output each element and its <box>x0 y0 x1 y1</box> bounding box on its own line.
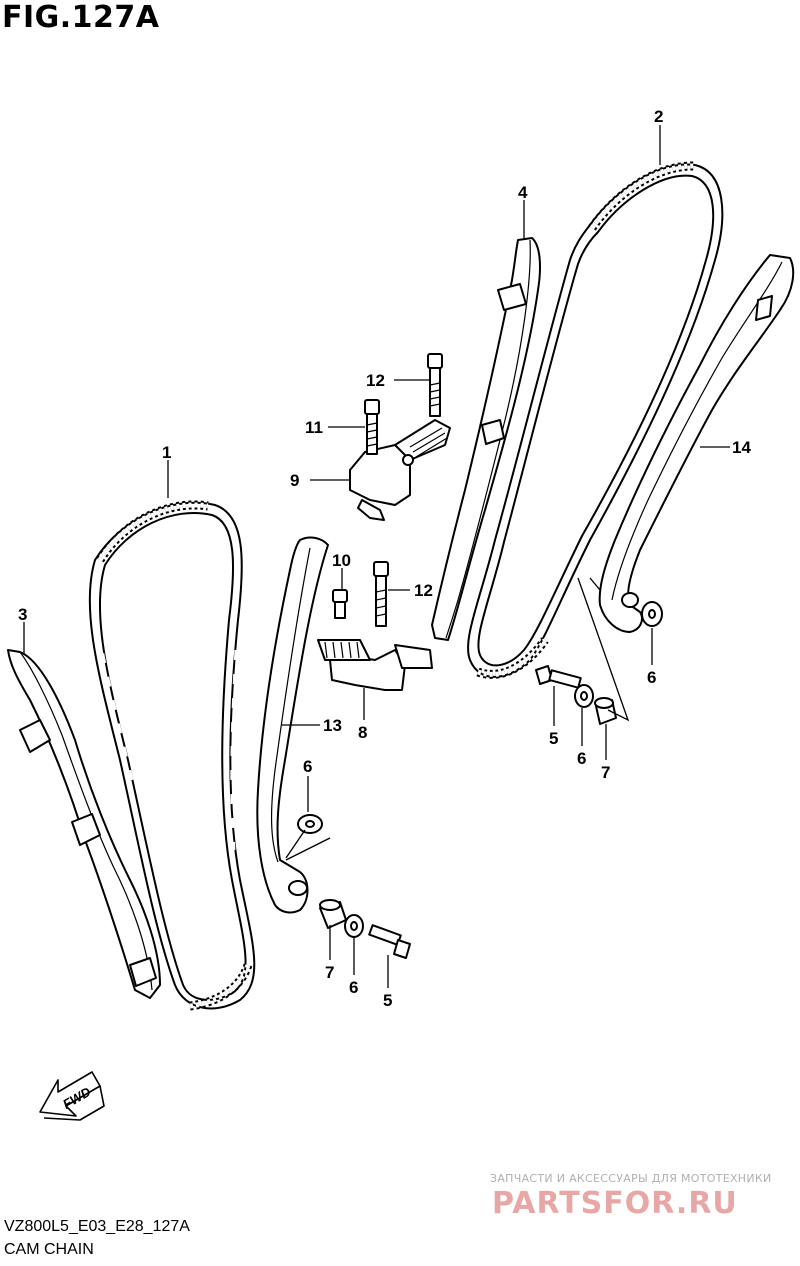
callout-12-upper: 12 <box>366 371 385 390</box>
bolt-5-left[interactable] <box>368 924 411 959</box>
callout-5-right: 5 <box>549 729 558 748</box>
callout-3: 3 <box>18 605 27 624</box>
callout-10: 10 <box>332 551 351 570</box>
washer-6-right-lower[interactable] <box>574 684 594 708</box>
callout-6-left-lower: 6 <box>349 978 358 997</box>
callout-6-left-upper: 6 <box>303 757 312 776</box>
callout-7-left: 7 <box>325 963 334 982</box>
callout-6-right-lower: 6 <box>577 749 586 768</box>
bolt-5-right[interactable] <box>535 665 582 689</box>
callout-13: 13 <box>323 716 342 735</box>
callout-6-right-upper: 6 <box>647 668 656 687</box>
washer-6-left-lower[interactable] <box>344 914 364 938</box>
callout-7-right: 7 <box>601 763 610 782</box>
callout-12-lower: 12 <box>414 581 433 600</box>
figure-title: FIG.127A <box>2 0 160 35</box>
fwd-arrow-icon: FWD <box>39 1071 105 1121</box>
leader-lines <box>23 125 730 988</box>
watermark-logo: PARTSFOR.RU <box>492 1186 738 1221</box>
cam-chain-right[interactable] <box>467 161 724 679</box>
callout-14: 14 <box>732 438 751 457</box>
spacer-7-left[interactable] <box>319 899 347 929</box>
assembly-lines <box>285 577 630 861</box>
bolt-11[interactable] <box>364 399 380 455</box>
cam-chain-tensioner-upper[interactable] <box>349 419 451 521</box>
callout-1: 1 <box>162 443 171 462</box>
washer-6-left-upper[interactable] <box>297 814 323 834</box>
washer-6-right-upper[interactable] <box>641 601 663 627</box>
callout-labels: 1 2 3 4 12 11 9 10 12 8 13 14 6 7 6 5 6 … <box>18 107 751 1010</box>
chain-tensioner-guide-right[interactable] <box>598 254 795 633</box>
cam-chain-left[interactable] <box>88 500 256 1011</box>
callout-5-left: 5 <box>383 991 392 1010</box>
watermark-tagline: ЗАПЧАСТИ И АКСЕССУАРЫ ДЛЯ МОТОТЕХНИКИ <box>490 1172 772 1185</box>
diagram-code: VZ800L5_E03_E28_127A <box>4 1218 190 1235</box>
callout-11: 11 <box>305 418 323 437</box>
bolt-10[interactable] <box>332 589 348 619</box>
callout-8: 8 <box>358 723 367 742</box>
bolt-12-lower[interactable] <box>373 561 389 627</box>
diagram-name: CAM CHAIN <box>4 1241 94 1258</box>
bolt-12-upper[interactable] <box>427 353 443 417</box>
spacer-7-right[interactable] <box>594 697 617 725</box>
callout-9: 9 <box>290 471 299 490</box>
chain-guide-right[interactable] <box>431 237 541 641</box>
cam-chain-tensioner-lower[interactable] <box>317 639 433 691</box>
callout-2: 2 <box>654 107 663 126</box>
callout-4: 4 <box>518 183 528 202</box>
chain-tensioner-guide-left[interactable] <box>256 536 329 914</box>
chain-guide-left[interactable] <box>7 649 161 999</box>
